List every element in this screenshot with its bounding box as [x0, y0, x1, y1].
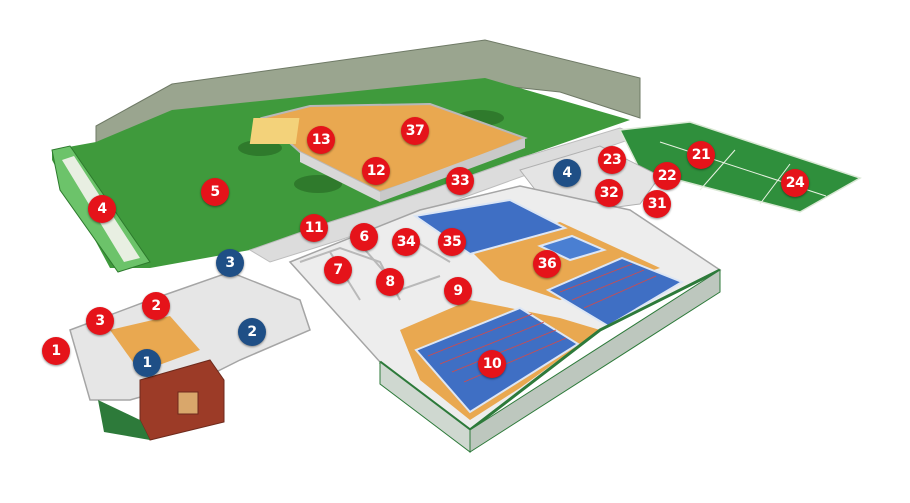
entrance-marker-4[interactable]: 4 [553, 159, 581, 187]
entrance-door [177, 391, 199, 415]
small-pool [537, 234, 607, 262]
entrance-hall-floor [110, 316, 200, 372]
entrance-marker-1[interactable]: 1 [133, 349, 161, 377]
area-marker-12[interactable]: 12 [362, 157, 390, 185]
area-marker-11[interactable]: 11 [300, 214, 328, 242]
area-marker-32[interactable]: 32 [595, 179, 623, 207]
area-marker-35[interactable]: 35 [438, 228, 466, 256]
area-marker-36[interactable]: 36 [533, 250, 561, 278]
area-marker-3[interactable]: 3 [86, 307, 114, 335]
area-marker-7[interactable]: 7 [324, 256, 352, 284]
aquatic-hall-wall [469, 269, 721, 453]
gym-building-wall [300, 152, 380, 202]
area-marker-5[interactable]: 5 [201, 178, 229, 206]
lawn-shadow [294, 175, 342, 193]
area-marker-4[interactable]: 4 [88, 195, 116, 223]
entrance-marker-2[interactable]: 2 [238, 318, 266, 346]
area-marker-31[interactable]: 31 [643, 190, 671, 218]
area-marker-22[interactable]: 22 [653, 162, 681, 190]
pool-lane-lines [427, 263, 657, 383]
area-marker-23[interactable]: 23 [598, 146, 626, 174]
area-marker-13[interactable]: 13 [307, 126, 335, 154]
area-marker-10[interactable]: 10 [478, 350, 506, 378]
area-marker-33[interactable]: 33 [446, 167, 474, 195]
entrance-building-floor [69, 271, 311, 401]
area-marker-9[interactable]: 9 [444, 277, 472, 305]
tennis-court-line [759, 163, 791, 205]
entrance-marker-3[interactable]: 3 [216, 249, 244, 277]
area-marker-2[interactable]: 2 [142, 292, 170, 320]
area-marker-37[interactable]: 37 [401, 117, 429, 145]
area-marker-6[interactable]: 6 [350, 223, 378, 251]
area-marker-8[interactable]: 8 [376, 268, 404, 296]
right-pool [545, 256, 685, 328]
tennis-court-line [699, 149, 736, 191]
gym-room [249, 118, 300, 144]
area-marker-24[interactable]: 24 [781, 169, 809, 197]
entrance-green-base [98, 400, 150, 440]
area-marker-21[interactable]: 21 [687, 141, 715, 169]
area-marker-1[interactable]: 1 [42, 337, 70, 365]
area-marker-34[interactable]: 34 [392, 228, 420, 256]
